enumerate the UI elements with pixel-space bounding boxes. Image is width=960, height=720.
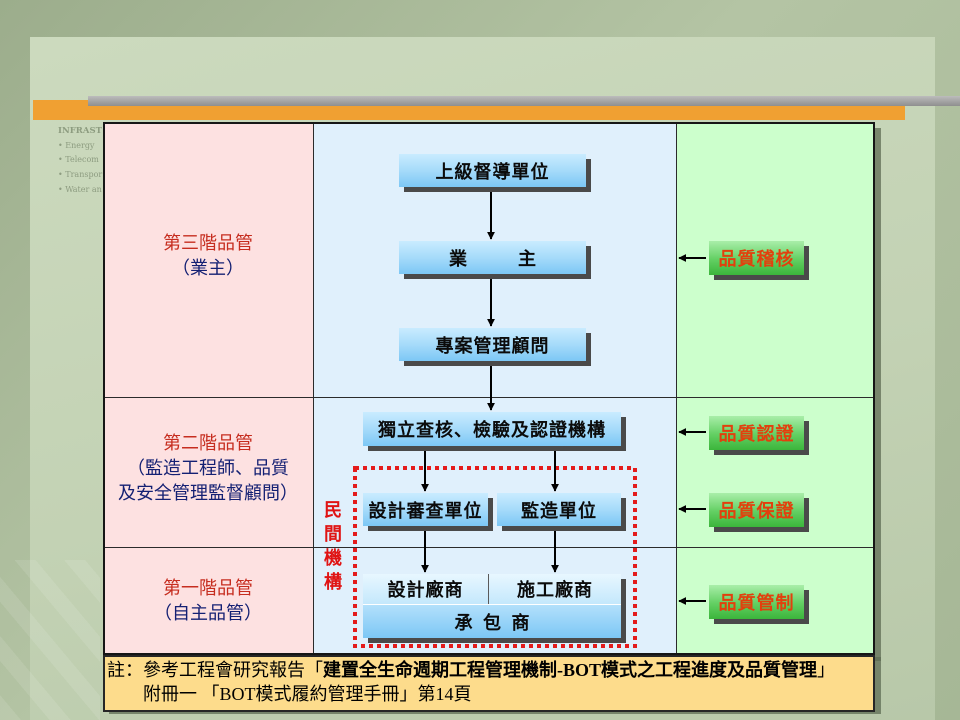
contractor-label: 承 包 商 xyxy=(363,605,621,638)
tier-3-label: 第三階品管 （業主） xyxy=(103,122,313,397)
tier-3-level: 第三階品管 xyxy=(163,232,253,253)
private-sector-char: 民 xyxy=(324,500,342,520)
private-sector-label: 民 間 機 構 xyxy=(322,498,344,594)
background-stripes xyxy=(0,560,100,720)
column-divider xyxy=(313,122,314,655)
row-divider xyxy=(103,397,875,398)
design-review-box: 設計審查單位 xyxy=(363,493,488,526)
tier-2-level: 第二階品管 xyxy=(163,432,253,453)
pm-consultant-box: 專案管理顧問 xyxy=(399,328,586,361)
note-prefix: 註：參考工程會研究報告「 xyxy=(107,660,323,680)
quality-control-box: 品質管制 xyxy=(709,585,804,619)
quality-assurance-box: 品質保證 xyxy=(709,493,804,527)
tier-2-scope-line-2: 及安全管理監督顧問） xyxy=(118,482,298,503)
faded-bullet: • Transpor xyxy=(58,170,103,180)
note-suffix: 」 xyxy=(817,660,836,680)
tier-1-scope: （自主品管） xyxy=(154,603,262,623)
faded-bullet: • Telecom xyxy=(58,155,99,165)
independent-agency-box: 獨立查核、檢驗及認證機構 xyxy=(363,412,621,446)
quality-action-column xyxy=(676,122,875,655)
tier-1-level: 第一階品管 xyxy=(163,578,253,598)
supervision-box: 監造單位 xyxy=(497,493,621,526)
table-frame xyxy=(103,122,875,655)
tier-2-label: 第二階品管 （監造工程師、品質 及安全管理監督顧問） xyxy=(103,397,313,547)
tier-1-label: 第一階品管 （自主品管） xyxy=(103,547,313,655)
tier-2-scope-line-1: （監造工程師、品質 xyxy=(127,457,289,478)
background-faded-text: INFRAST • Energy • Telecom • Transpor • … xyxy=(58,124,103,198)
design-firm-cell: 設計廠商 xyxy=(363,574,489,604)
quality-certification-box: 品質認證 xyxy=(709,416,804,450)
column-divider xyxy=(676,122,677,655)
private-sector-char: 機 xyxy=(324,548,342,568)
tier-3-scope: （業主） xyxy=(172,257,244,278)
private-sector-char: 構 xyxy=(324,572,342,592)
contractor-box: 設計廠商 施工廠商 承 包 商 xyxy=(363,574,621,638)
construction-firm-cell: 施工廠商 xyxy=(517,580,593,600)
faded-bullet: • Water an xyxy=(58,184,102,194)
note-line-1: 註：參考工程會研究報告「建置全生命週期工程管理機制-BOT模式之工程進度及品質管… xyxy=(107,658,835,682)
contractor-firms-row: 設計廠商 施工廠商 xyxy=(363,574,621,605)
quality-audit-box: 品質稽核 xyxy=(709,241,804,275)
owner-box: 業 主 xyxy=(399,241,586,274)
faded-heading: INFRAST xyxy=(58,126,102,136)
faded-bullet: • Energy xyxy=(58,140,95,150)
note-line-2: 附冊一 「BOT模式履約管理手冊」第14頁 xyxy=(143,684,472,704)
supervisor-box: 上級督導單位 xyxy=(399,154,586,187)
private-sector-char: 間 xyxy=(324,524,342,544)
reference-note: 註：參考工程會研究報告「建置全生命週期工程管理機制-BOT模式之工程進度及品質管… xyxy=(103,655,875,712)
note-report-title: 建置全生命週期工程管理機制-BOT模式之工程進度及品質管理 xyxy=(323,660,818,680)
tier-label-column xyxy=(103,122,313,655)
header-gray-bar xyxy=(88,96,960,106)
